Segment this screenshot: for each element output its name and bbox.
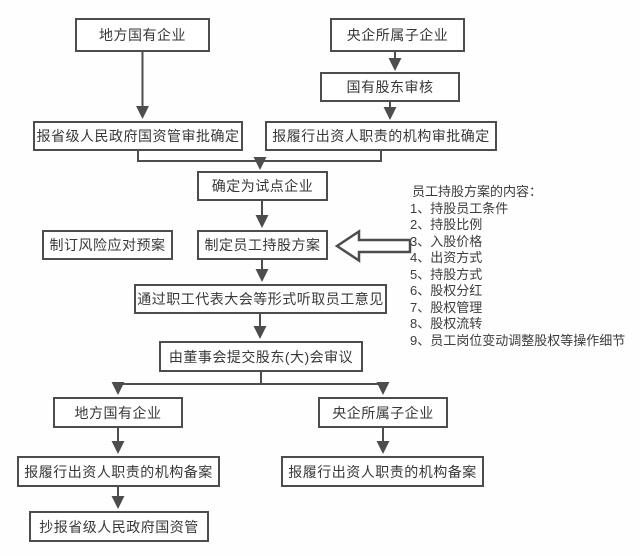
node-pilot-enterprise: 确定为试点企业 bbox=[197, 171, 328, 201]
node-copy-provincial-sasac: 抄报省级人民政府国资管 bbox=[29, 511, 209, 542]
node-board-submission: 由董事会提交股东(大)会审议 bbox=[159, 341, 363, 372]
annotation-item: 6、股权分红 bbox=[410, 283, 483, 298]
node-investor-body-filing-right: 报履行出资人职责的机构备案 bbox=[281, 456, 484, 487]
node-esop-plan-drafting: 制定员工持股方案 bbox=[197, 230, 328, 260]
node-employee-opinions: 通过职工代表大会等形式听取员工意见 bbox=[134, 284, 387, 314]
node-soe-shareholder-review: 国有股东审核 bbox=[320, 72, 460, 102]
annotation-item: 2、持股比例 bbox=[410, 217, 483, 232]
left-block-arrow-icon bbox=[334, 229, 412, 263]
annotation-title: 员工持股方案的内容： bbox=[412, 184, 543, 199]
annotation-item: 3、入股价格 bbox=[410, 233, 483, 249]
node-investor-body-approval: 报履行出资人职责的机构审批确定 bbox=[265, 121, 497, 151]
annotation-item: 4、出资方式 bbox=[410, 250, 483, 265]
annotation-item: 9、员工岗位变动调整股权等操作细节 bbox=[410, 332, 626, 348]
node-local-soe-top: 地方国有企业 bbox=[75, 18, 210, 52]
esop-plan-contents-annotation: 员工持股方案的内容： 1、持股员工条件 2、持股比例 3、入股价格 4、出资方式… bbox=[410, 184, 638, 349]
annotation-item: 5、持股方式 bbox=[410, 266, 483, 282]
node-central-subsidiary-top: 央企所属子企业 bbox=[330, 18, 465, 52]
node-local-soe-bottom: 地方国有企业 bbox=[53, 397, 183, 428]
annotation-list: 1、持股员工条件 2、持股比例 3、入股价格 4、出资方式 5、持股方式 6、股… bbox=[410, 201, 638, 350]
node-investor-body-filing-left: 报履行出资人职责的机构备案 bbox=[17, 456, 220, 487]
annotation-item: 1、持股员工条件 bbox=[410, 200, 509, 216]
node-central-subsidiary-bottom: 央企所属子企业 bbox=[318, 397, 448, 428]
node-risk-response-plan: 制订风险应对预案 bbox=[42, 230, 173, 260]
annotation-item: 8、股权流转 bbox=[410, 316, 483, 331]
node-provincial-sasac-approval: 报省级人民政府国资管审批确定 bbox=[33, 121, 243, 151]
annotation-item: 7、股权管理 bbox=[410, 299, 483, 315]
split-connector bbox=[118, 372, 383, 385]
merge-connector bbox=[137, 151, 382, 162]
